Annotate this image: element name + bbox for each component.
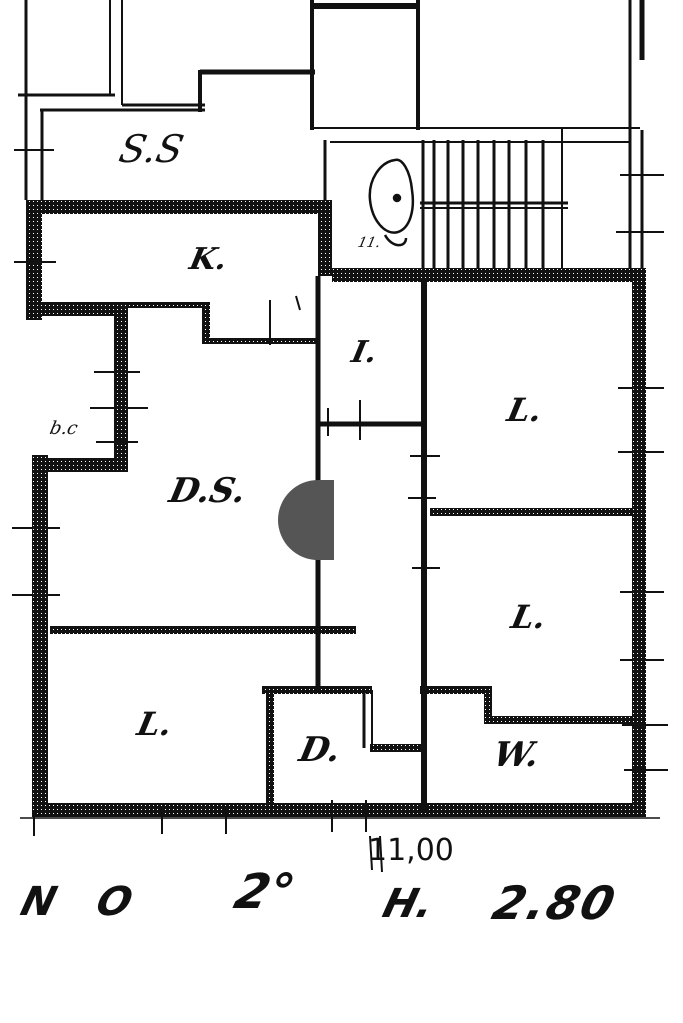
room-label-living: D.S. xyxy=(165,471,250,511)
tick-marks xyxy=(12,149,668,836)
staircase xyxy=(420,128,568,272)
room-label-wc: W. xyxy=(489,735,543,775)
dimension-marks xyxy=(369,835,383,873)
room-label-bedroom-top-right: L. xyxy=(503,391,546,429)
height-label: H. xyxy=(378,881,439,927)
room-label-closet: D. xyxy=(295,730,345,770)
room-label-bedroom-mid-right: L. xyxy=(507,598,550,636)
height-value: 2.80 xyxy=(487,876,623,930)
walls xyxy=(26,200,646,817)
door-marker xyxy=(278,480,334,560)
plant-icon xyxy=(368,158,415,247)
dimension-label: 11,00 xyxy=(368,833,454,868)
room-label-storage: S.S xyxy=(115,127,188,171)
room-label-bathroom-small: b.c xyxy=(47,418,80,439)
room-label-kitchen: K. xyxy=(186,242,231,277)
floor-prefix: N O xyxy=(16,879,152,925)
stair-landing-label: 11. xyxy=(356,235,382,251)
room-label-bedroom-bottom-left: L. xyxy=(133,705,176,743)
floor-number: 2° xyxy=(229,864,301,920)
